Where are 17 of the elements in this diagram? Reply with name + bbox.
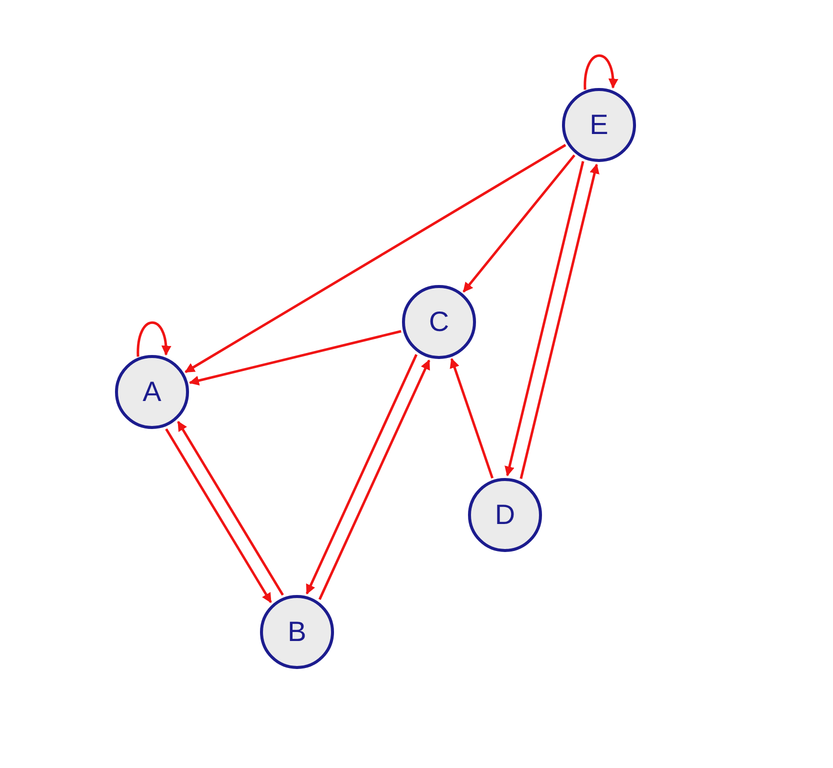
node-label: C <box>428 308 450 336</box>
arrow <box>165 428 272 604</box>
arrow <box>520 164 600 480</box>
arrow <box>184 144 566 374</box>
arrow <box>306 354 418 595</box>
node-label: D <box>494 501 516 529</box>
arrow <box>136 322 171 357</box>
node-label: A <box>142 378 162 406</box>
node-label: E <box>590 111 608 139</box>
arrow <box>177 420 284 596</box>
arrow <box>584 54 618 90</box>
arrow <box>318 359 430 600</box>
arrow <box>188 330 402 386</box>
arrow <box>450 358 494 478</box>
arrow <box>462 154 576 293</box>
node-label: B <box>288 618 306 646</box>
arrow <box>504 160 584 476</box>
